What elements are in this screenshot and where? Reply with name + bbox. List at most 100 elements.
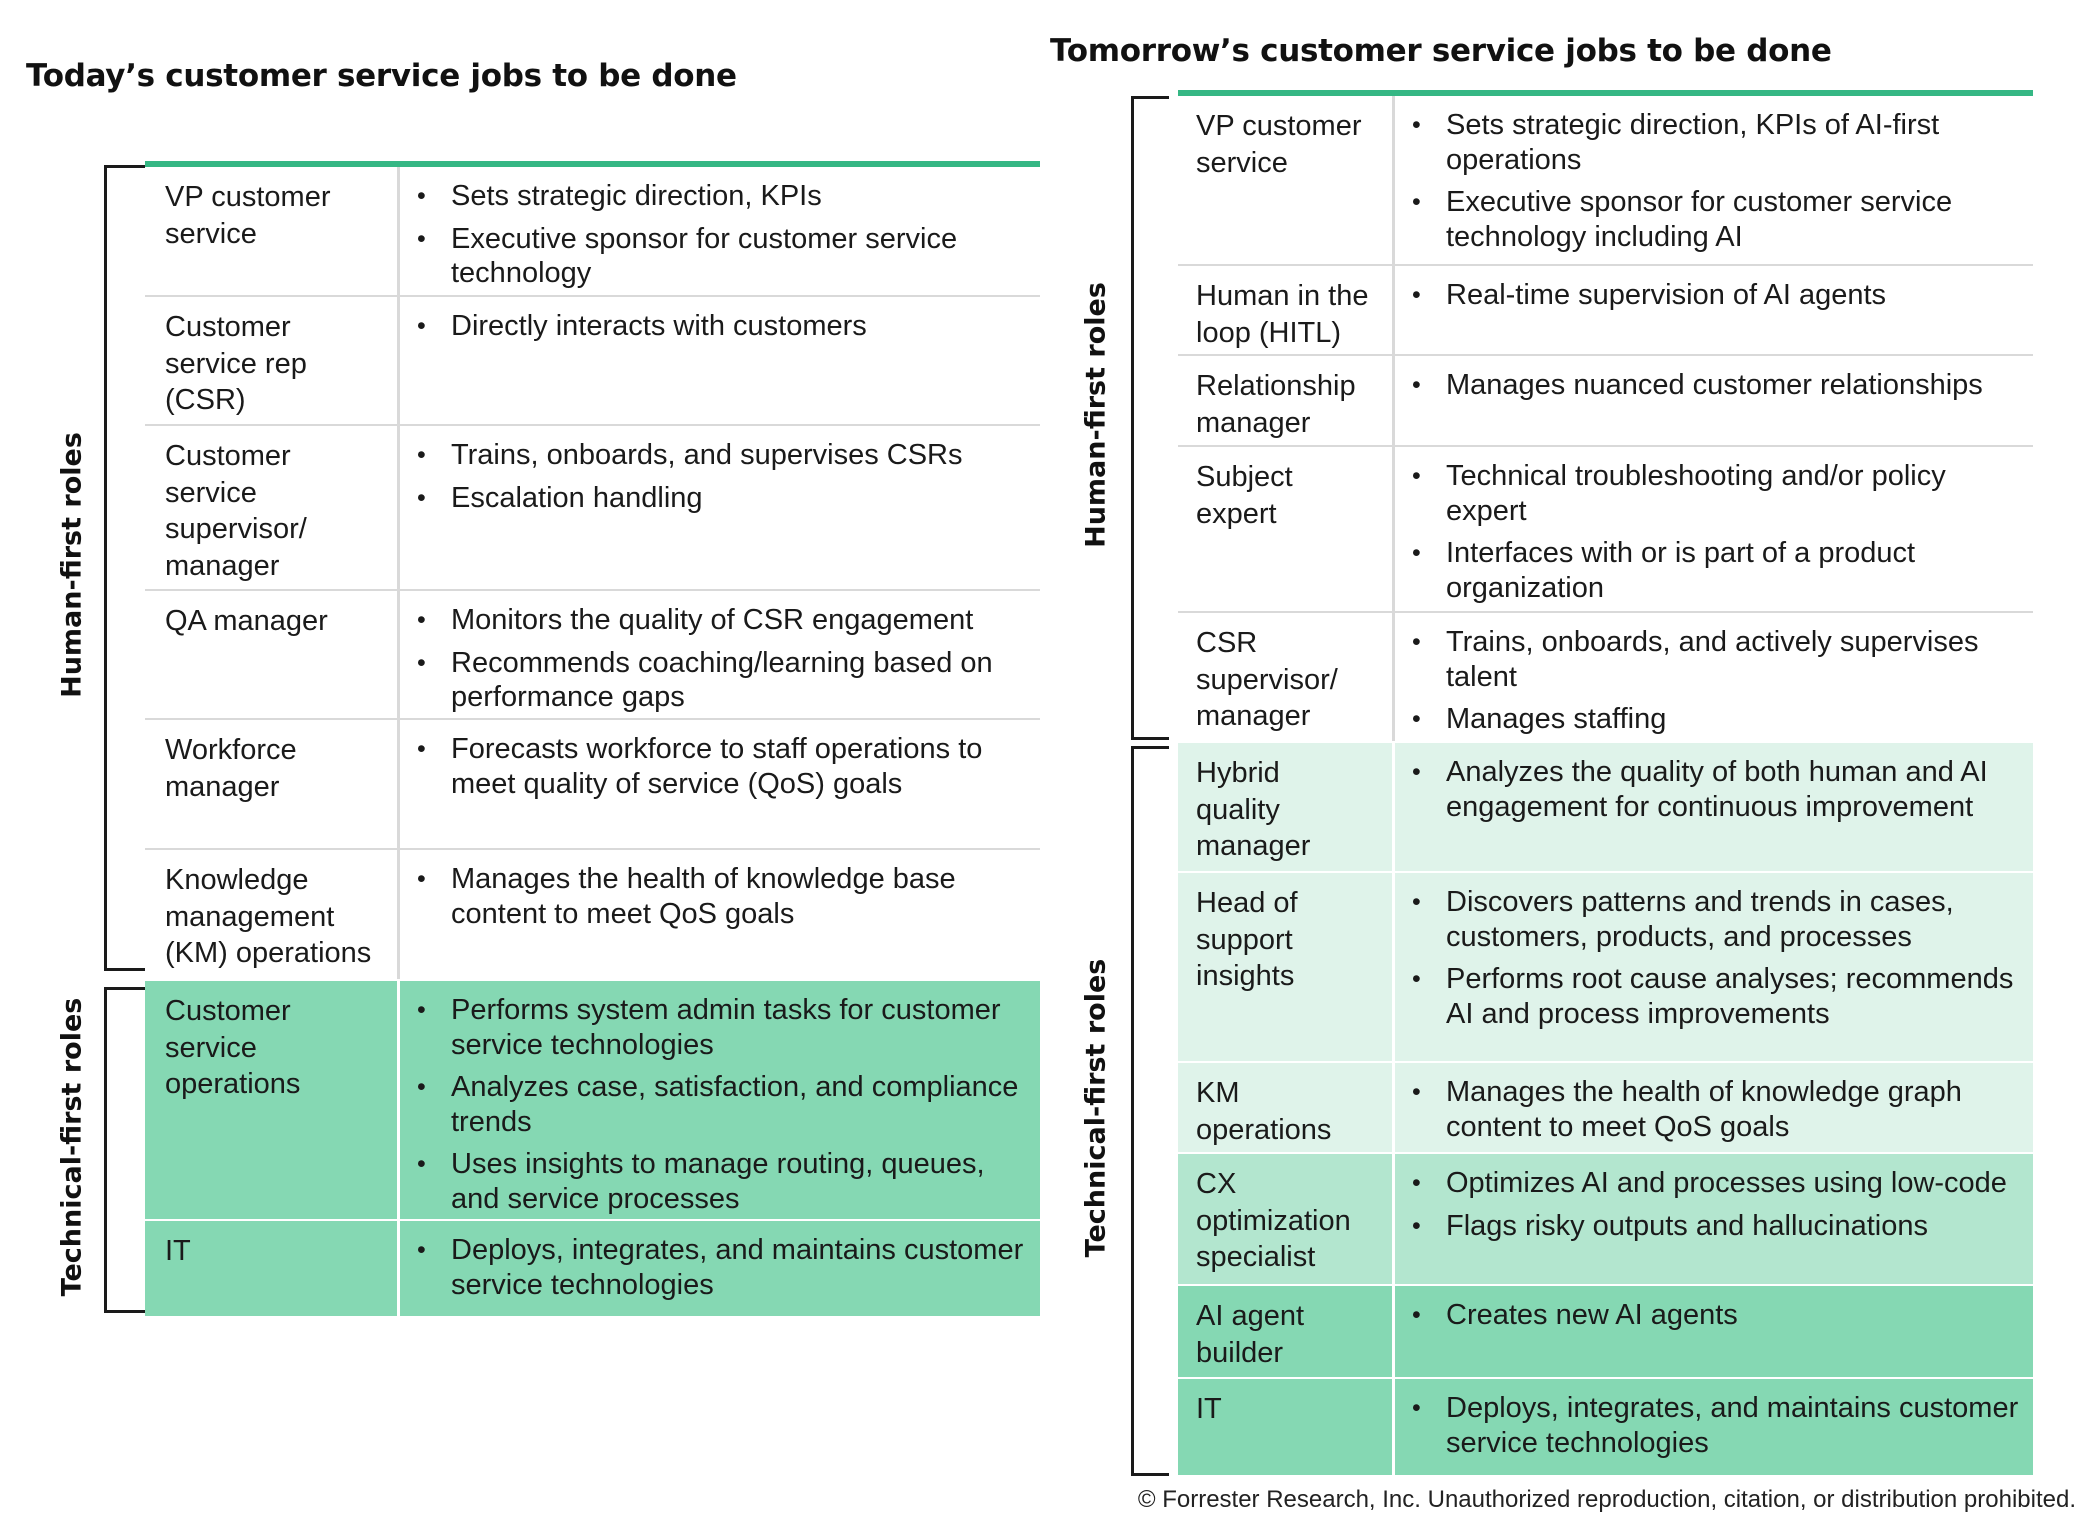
task-item: Manages the health of knowledge base con… (413, 862, 1032, 931)
task-item: Trains, onboards, and supervises CSRs (413, 438, 1032, 473)
task-list: Trains, onboards, and actively supervise… (1408, 625, 2025, 745)
task-item: Forecasts workforce to staff operations … (413, 732, 1032, 801)
tomorrow-human-bracket (1131, 96, 1169, 740)
task-item: Sets strategic direction, KPIs (413, 179, 1032, 214)
column-divider (397, 720, 400, 850)
copyright-notice: © Forrester Research, Inc. Unauthorized … (1137, 1486, 2076, 1513)
task-item: Manages nuanced customer relationships (1408, 368, 2025, 403)
task-list: Sets strategic direction, KPIs of AI-fir… (1408, 108, 2025, 262)
task-item: Optimizes AI and processes using low-cod… (1408, 1166, 2025, 1201)
task-item: Uses insights to manage routing, queues,… (413, 1147, 1032, 1216)
task-list: Optimizes AI and processes using low-cod… (1408, 1166, 2025, 1251)
task-item: Deploys, integrates, and maintains custo… (413, 1233, 1032, 1302)
role-name: IT (165, 1235, 191, 1267)
task-item: Monitors the quality of CSR engagement (413, 603, 1032, 638)
task-list: Monitors the quality of CSR engagementRe… (413, 603, 1032, 723)
task-list: Trains, onboards, and supervises CSRsEsc… (413, 438, 1032, 523)
task-item: Recommends coaching/learning based on pe… (413, 646, 1032, 715)
task-item: Interfaces with or is part of a product … (1408, 536, 2025, 605)
task-item: Creates new AI agents (1408, 1298, 2025, 1333)
column-divider (397, 981, 400, 1221)
task-item: Technical troubleshooting and/or policy … (1408, 459, 2025, 528)
role-row: QA manager Monitors the quality of CSR en… (145, 589, 1040, 720)
role-name: QA manager (165, 605, 328, 637)
task-item: Analyzes case, satisfaction, and complia… (413, 1070, 1032, 1139)
column-divider (1392, 1154, 1395, 1286)
task-item: Manages the health of knowledge graph co… (1408, 1075, 2025, 1144)
column-divider (1392, 447, 1395, 613)
task-list: Forecasts workforce to staff operations … (413, 732, 1032, 809)
column-divider (397, 1221, 400, 1316)
task-item: Real-time supervision of AI agents (1408, 278, 2025, 313)
task-item: Analyzes the quality of both human and A… (1408, 755, 2025, 824)
column-divider (1392, 1063, 1395, 1154)
column-divider (397, 850, 400, 981)
today-human-bracket (104, 165, 145, 971)
column-divider (397, 297, 400, 426)
task-list: Deploys, integrates, and maintains custo… (413, 1233, 1032, 1310)
column-divider (1392, 743, 1395, 873)
task-item: Performs root cause analyses; recommends… (1408, 962, 2025, 1031)
column-divider (1392, 356, 1395, 447)
column-divider (1392, 266, 1395, 356)
today-technical-bracket (104, 987, 145, 1313)
task-list: Directly interacts with customers (413, 309, 1032, 352)
task-list: Creates new AI agents (1408, 1298, 2025, 1341)
tomorrow-technical-bracket (1131, 746, 1169, 1476)
task-item: Directly interacts with customers (413, 309, 1032, 344)
column-divider (397, 167, 400, 295)
task-list: Manages the health of knowledge graph co… (1408, 1075, 2025, 1152)
task-item: Performs system admin tasks for customer… (413, 993, 1032, 1062)
column-divider (1392, 873, 1395, 1063)
task-item: Escalation handling (413, 481, 1032, 516)
task-item: Executive sponsor for customer service t… (1408, 185, 2025, 254)
task-list: Performs system admin tasks for customer… (413, 993, 1032, 1224)
task-item: Flags risky outputs and hallucinations (1408, 1209, 2025, 1244)
task-list: Real-time supervision of AI agents (1408, 278, 2025, 321)
role-row: IT Deploys, integrates, and maintains cus… (145, 1219, 1040, 1316)
task-list: Manages nuanced customer relationships (1408, 368, 2025, 411)
task-item: Trains, onboards, and actively supervise… (1408, 625, 2025, 694)
task-list: Deploys, integrates, and maintains custo… (1408, 1391, 2025, 1468)
column-divider (397, 591, 400, 720)
task-item: Executive sponsor for customer service t… (413, 222, 1032, 291)
column-divider (1392, 1286, 1395, 1379)
role-name: IT (1196, 1393, 1222, 1425)
task-list: Discovers patterns and trends in cases, … (1408, 885, 2025, 1039)
column-divider (397, 426, 400, 591)
column-divider (1392, 1379, 1395, 1475)
today-title: Today’s customer service jobs to be done (26, 58, 737, 94)
column-divider (1392, 96, 1395, 264)
